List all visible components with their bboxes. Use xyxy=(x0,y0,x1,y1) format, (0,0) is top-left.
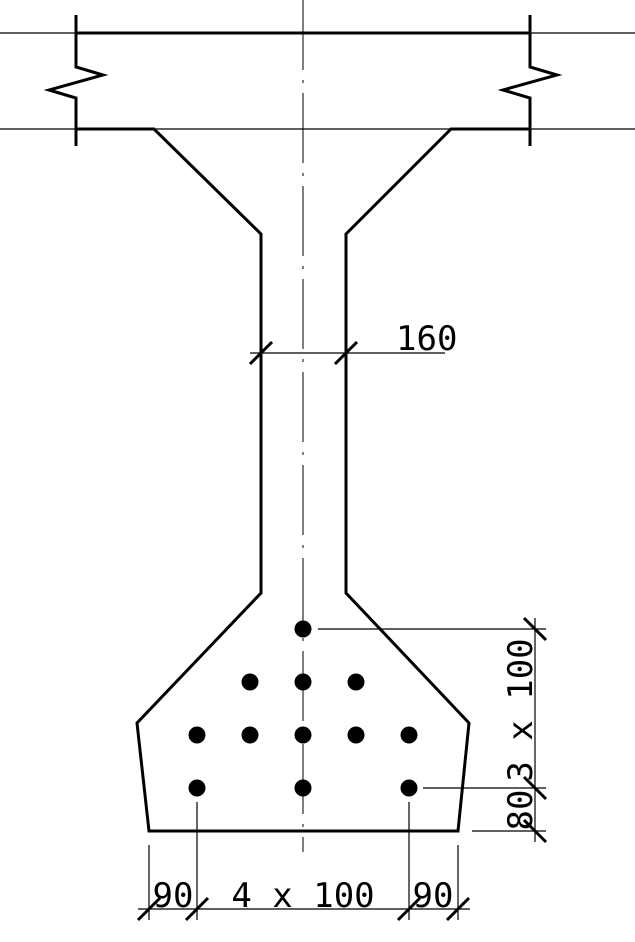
rebar xyxy=(294,620,312,638)
web-tick-right xyxy=(333,340,359,366)
web-tick-left xyxy=(248,340,274,366)
right-edge-label: 90 xyxy=(413,876,454,916)
rebar xyxy=(294,673,312,691)
web-width-dimension xyxy=(248,340,445,366)
break-lines xyxy=(43,15,563,146)
rebar xyxy=(294,726,312,744)
right-break-line xyxy=(497,15,563,146)
rebar xyxy=(400,779,418,797)
left-edge-label: 90 xyxy=(153,876,194,916)
vertical-dimension-chain xyxy=(318,616,548,844)
vertical-tick-middle xyxy=(522,775,548,801)
vertical-tick-bottom xyxy=(522,818,548,844)
rebar xyxy=(188,726,206,744)
rebar xyxy=(294,779,312,797)
rebar xyxy=(241,726,259,744)
rebar xyxy=(400,726,418,744)
rebar xyxy=(241,673,259,691)
horizontal-tick-2 xyxy=(184,896,210,922)
horizontal-tick-3 xyxy=(396,896,422,922)
horizontal-tick-1 xyxy=(136,896,162,922)
reinforcement-bars xyxy=(188,620,418,797)
vertical-tick-top xyxy=(522,616,548,642)
web-width-label: 160 xyxy=(396,319,457,359)
bottom-cover-label: 80 xyxy=(501,790,541,831)
vertical-spacing-label: 3 x 100 xyxy=(501,638,541,781)
rebar xyxy=(347,726,365,744)
rebar xyxy=(347,673,365,691)
left-break-line xyxy=(43,15,109,146)
rebar xyxy=(188,779,206,797)
horizontal-tick-4 xyxy=(445,896,471,922)
horizontal-dimension-chain xyxy=(136,802,471,922)
beam-outline xyxy=(76,127,530,833)
horizontal-spacing-label: 4 x 100 xyxy=(231,876,374,916)
